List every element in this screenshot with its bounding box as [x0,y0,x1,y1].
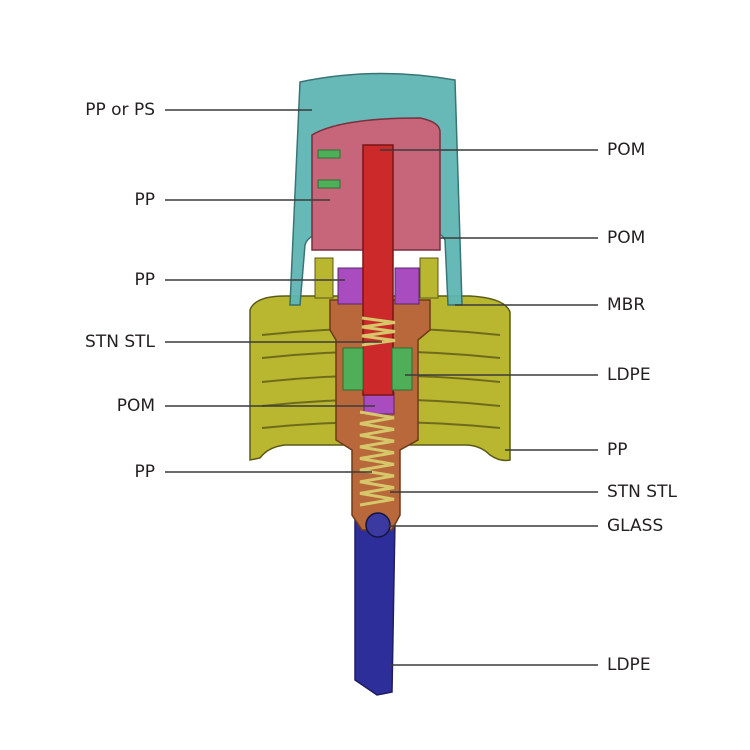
label-right-7: GLASS [607,516,664,536]
label-left-5: POM [116,396,155,416]
label-left-6: PP [134,462,155,482]
label-right-5: PP [607,440,628,460]
label-left-4: STN STL [85,332,155,352]
label-right-6: STN STL [607,482,677,502]
stem [362,144,394,396]
label-left-3: PP [134,270,155,290]
nozzle-insert [317,149,341,189]
label-right-4: LDPE [607,365,651,385]
spring1-coil [361,316,396,347]
label-left-2: PP [134,190,155,210]
upper-spring [361,316,396,347]
label-right-8: LDPE [607,655,651,675]
gasket [337,267,420,415]
label-right-3: MBR [607,295,646,315]
valve [342,347,413,391]
actuator-collar [314,257,439,299]
glass-ball [365,512,391,538]
dip-tube [354,519,396,696]
label-right-2: POM [607,228,646,248]
label-left-1: PP or PS [85,100,155,120]
leader-lines [165,109,598,666]
spring2-coil [359,410,395,507]
lower-spring [359,410,395,507]
label-right-1: POM [607,140,646,160]
